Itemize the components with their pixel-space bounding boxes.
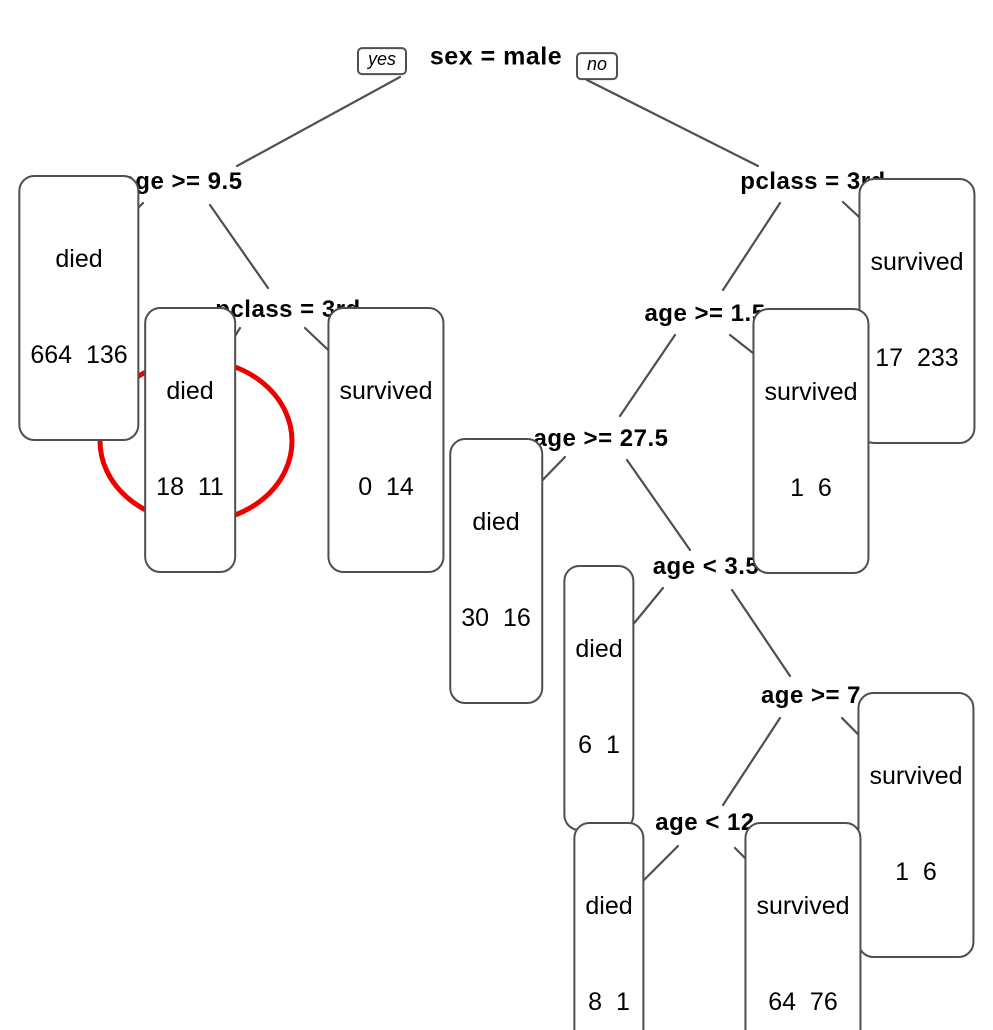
split-node-age-27-5: age >= 27.5 (533, 425, 669, 452)
leaf-node-survived-17-233: survived 17 233 (858, 178, 976, 444)
leaf-node-died-6-1: died 6 1 (563, 565, 635, 831)
edge-pclass-3rd-to-age-1-5 (721, 201, 782, 292)
leaf-node-survived-1-6-mid: survived 1 6 (752, 308, 870, 574)
branch-yes-tag: yes (356, 47, 408, 75)
edge-age-1-5-to-age-27-5 (618, 333, 677, 418)
branch-no-tag: no (575, 52, 619, 80)
leaf-label: survived (869, 762, 963, 790)
leaf-counts: 17 233 (875, 344, 959, 372)
leaf-label: survived (764, 378, 858, 406)
split-node-sex-male: sex = male (429, 42, 563, 71)
edge-age-3-5-to-age-7 (730, 588, 792, 678)
leaf-counts: 664 136 (30, 341, 128, 369)
leaf-label: died (472, 508, 520, 536)
edge-age-9-5-to-pclass-3rd (208, 203, 270, 290)
leaf-counts: 6 1 (578, 731, 620, 759)
leaf-label: died (55, 245, 103, 273)
edge-age-27-5-to-age-3-5 (625, 458, 692, 552)
leaf-label: died (585, 892, 633, 920)
leaf-counts: 1 6 (790, 474, 832, 502)
leaf-counts: 8 1 (588, 988, 630, 1016)
edge-root-to-pclass-3rd (585, 78, 760, 168)
leaf-counts: 0 14 (358, 473, 414, 501)
split-node-age-7: age >= 7 (760, 682, 862, 709)
edge-age-7-to-age-12 (721, 716, 782, 807)
split-node-age-1-5: age >= 1.5 (644, 300, 766, 327)
leaf-node-survived-0-14: survived 0 14 (327, 307, 445, 573)
leaf-counts: 30 16 (461, 604, 531, 632)
split-node-age-3-5: age < 3.5 (652, 553, 760, 580)
leaf-counts: 18 11 (156, 473, 224, 501)
split-node-age-9-5: age >= 9.5 (121, 168, 243, 195)
leaf-label: died (575, 635, 623, 663)
leaf-node-died-18-11-highlighted: died 18 11 (144, 307, 236, 573)
edge-root-to-age-9-5 (235, 75, 402, 168)
leaf-node-survived-1-6-low: survived 1 6 (857, 692, 975, 958)
leaf-node-died-664-136: died 664 136 (18, 175, 140, 441)
leaf-label: survived (756, 892, 850, 920)
leaf-node-survived-64-76: survived 64 76 (744, 822, 862, 1030)
leaf-label: survived (339, 377, 433, 405)
leaf-node-died-30-16: died 30 16 (449, 438, 543, 704)
leaf-node-died-8-1: died 8 1 (573, 822, 645, 1030)
split-node-age-12: age < 12 (655, 809, 755, 836)
leaf-counts: 64 76 (768, 988, 838, 1016)
leaf-counts: 1 6 (895, 858, 937, 886)
leaf-label: survived (870, 248, 964, 276)
leaf-label: died (166, 377, 214, 405)
